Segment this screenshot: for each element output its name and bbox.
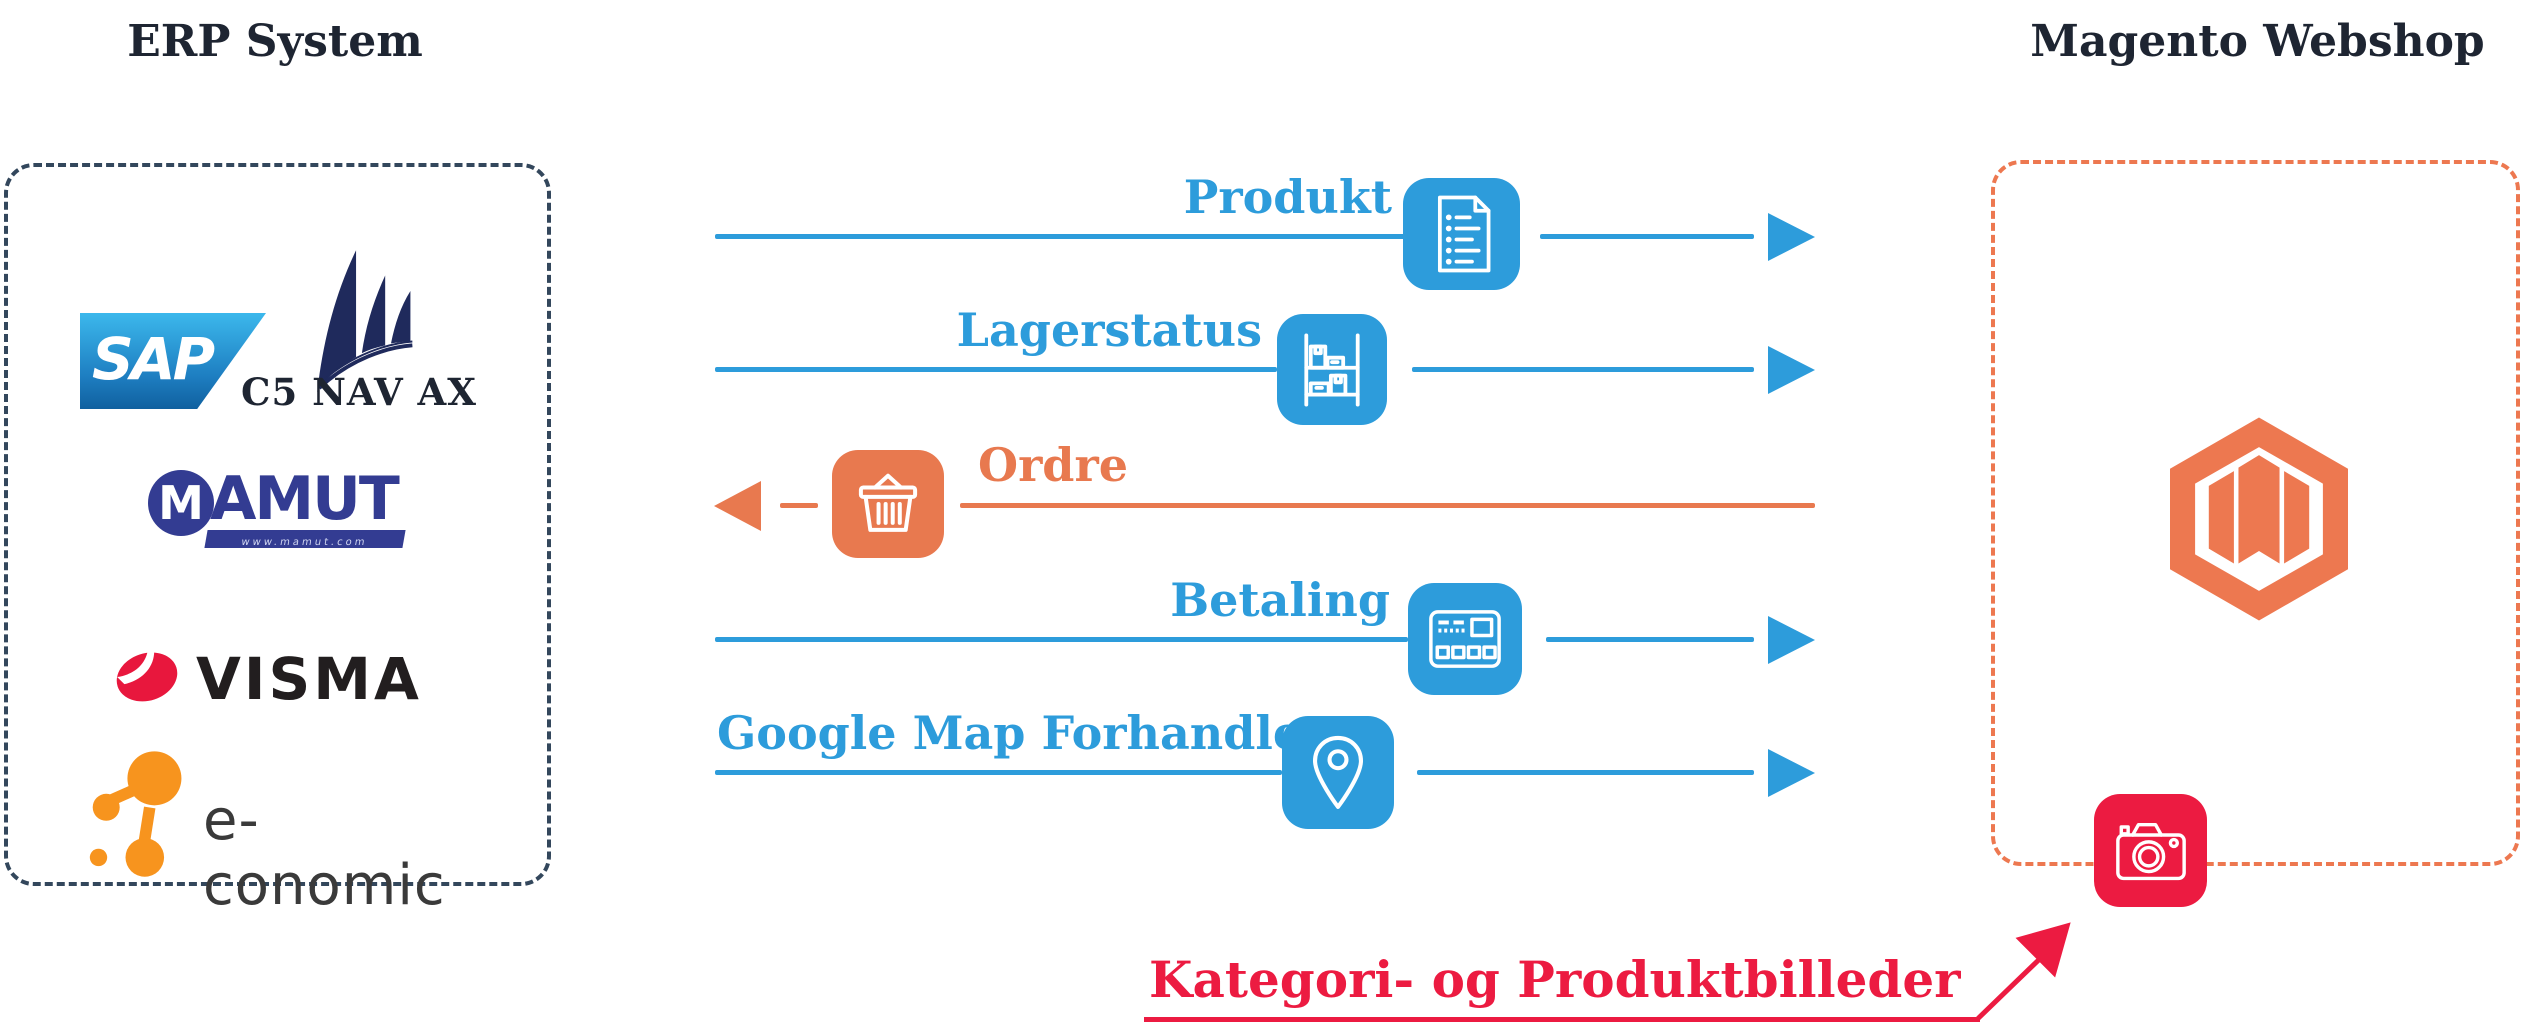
ordre-arrowhead <box>714 481 761 531</box>
produkt-arrowhead <box>1768 213 1815 261</box>
dynamics-versions-label: C5 NAV AX <box>241 370 477 414</box>
lagerstatus-line <box>715 367 1277 372</box>
magento-webshop-box <box>1991 160 2520 866</box>
erp-system-box <box>4 163 551 886</box>
sap-logo-label: SAP <box>92 325 215 393</box>
lagerstatus-arrowhead <box>1768 346 1815 394</box>
map-pin-icon <box>1282 716 1394 829</box>
googlemap-arrowhead <box>1768 749 1815 797</box>
produkt-label: Produkt <box>1183 170 1392 224</box>
googlemap-label: Google Map Forhandlere <box>717 706 1356 760</box>
annotation-underline <box>1144 1017 1980 1022</box>
payment-terminal-icon <box>1408 583 1522 695</box>
warehouse-shelf-icon <box>1277 314 1387 425</box>
visma-wordmark: VISMA <box>196 645 422 713</box>
mamut-wordmark: AMUT <box>210 464 400 534</box>
microsoft-dynamics-logo-icon <box>292 243 424 405</box>
lagerstatus-label: Lagerstatus <box>956 303 1262 357</box>
visma-swirl-icon <box>116 649 178 702</box>
mamut-url-banner: www.mamut.com <box>204 530 406 548</box>
mamut-logo: M AMUT www.mamut.com <box>148 464 406 560</box>
mamut-url-label: www.mamut.com <box>240 537 369 548</box>
betaling-arrowhead <box>1768 616 1815 664</box>
googlemap-line <box>1417 770 1754 775</box>
produkt-line <box>715 234 1405 239</box>
betaling-line <box>715 637 1408 642</box>
betaling-line <box>1546 637 1754 642</box>
ordre-line-dash <box>780 503 818 508</box>
ordre-line <box>960 503 1815 508</box>
magento-logo-icon <box>2170 404 2348 634</box>
magento-webshop-title: Magento Webshop <box>2030 16 2485 67</box>
lagerstatus-line <box>1412 367 1754 372</box>
kategori-produktbilleder-label: Kategori- og Produktbilleder <box>1149 950 1961 1009</box>
document-list-icon <box>1403 178 1520 290</box>
annotation-arrow-line <box>1976 958 2041 1021</box>
betaling-label: Betaling <box>1170 573 1390 627</box>
produkt-line <box>1540 234 1754 239</box>
googlemap-line <box>715 770 1282 775</box>
ordre-label: Ordre <box>978 438 1128 492</box>
camera-icon <box>2094 794 2207 907</box>
visma-logo: VISMA <box>112 641 457 725</box>
shopping-basket-icon <box>832 450 944 558</box>
economic-logo: e-conomic <box>85 748 495 918</box>
mamut-initial-badge: M <box>148 470 214 536</box>
economic-wordmark: e-conomic <box>203 788 446 918</box>
erp-system-title: ERP System <box>127 16 423 67</box>
economic-molecule-icon <box>89 751 182 877</box>
